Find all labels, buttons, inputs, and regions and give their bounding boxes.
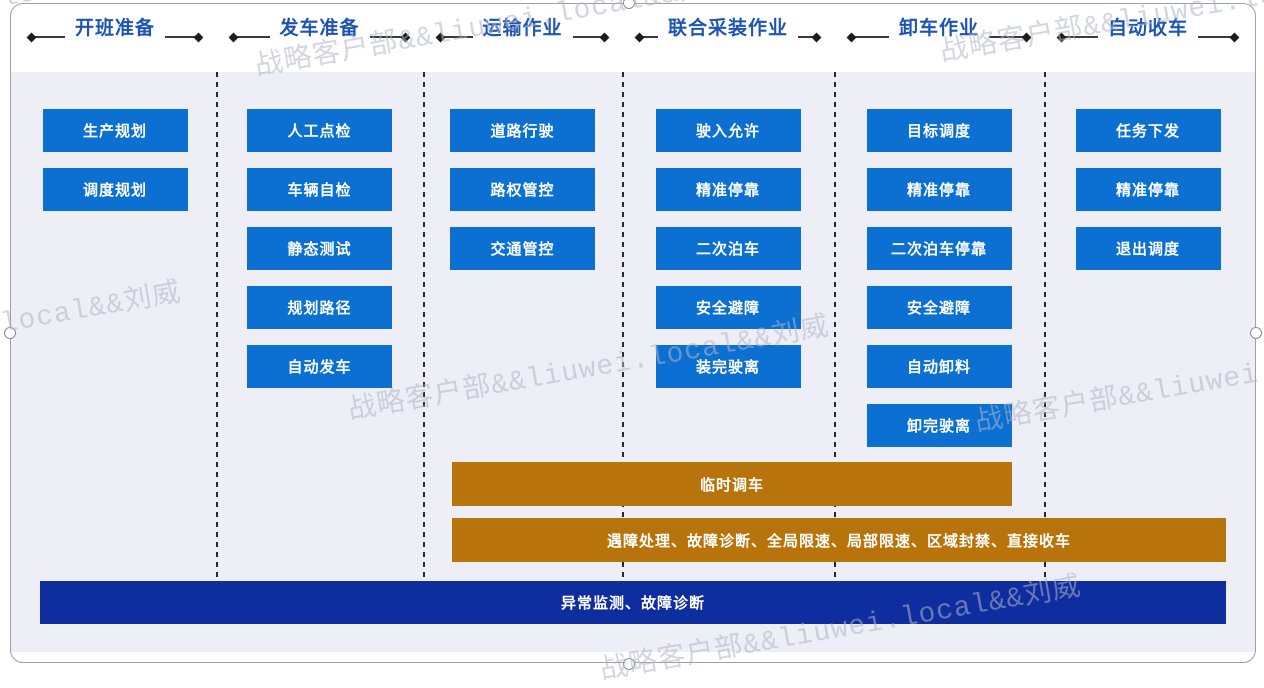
task-box[interactable]: 退出调度 [1075,227,1221,270]
diamond-endpoint-icon [599,32,610,42]
task-box[interactable]: 二次泊车停靠 [866,227,1012,270]
resize-handle-left[interactable] [4,327,16,339]
header-line [643,36,658,38]
header-line [237,36,270,38]
task-column-shift-prep: 生产规划 调度规划 [14,109,216,227]
task-column-unloading: 目标调度 精准停靠 二次泊车停靠 安全避障 自动卸料 卸完驶离 [834,109,1044,463]
task-box[interactable]: 目标调度 [866,109,1012,152]
header-line [798,36,814,38]
phase-header-auto-return[interactable]: 自动收车 [1044,8,1252,52]
column-divider [216,72,218,578]
header-line [444,36,473,38]
diamond-endpoint-icon [811,32,822,42]
task-box[interactable]: 生产规划 [42,109,188,152]
phase-title: 开班准备 [75,17,156,39]
task-box[interactable]: 车辆自检 [247,168,392,211]
exception-handling-bar[interactable]: 遇障处理、故障诊断、全局限速、局部限速、区域封禁、直接收车 [452,518,1226,562]
task-box[interactable]: 交通管控 [450,227,595,270]
header-line [572,36,602,38]
column-divider [834,72,836,578]
task-column-transport: 道路行驶 路权管控 交通管控 [423,109,622,286]
diamond-endpoint-icon [435,32,446,42]
phase-header-joint-loading[interactable]: 联合采装作业 [622,8,834,52]
phase-title: 卸车作业 [899,17,980,39]
task-box[interactable]: 道路行驶 [450,109,595,152]
diamond-endpoint-icon [1056,32,1067,42]
task-box[interactable]: 静态测试 [247,227,392,270]
phase-header-transport[interactable]: 运输作业 [423,8,622,52]
task-box[interactable]: 精准停靠 [1075,168,1221,211]
resize-handle-bottom[interactable] [623,658,635,670]
task-box[interactable]: 自动卸料 [866,345,1012,388]
task-box[interactable]: 安全避障 [655,286,801,329]
diamond-endpoint-icon [26,32,37,42]
header-line [35,36,65,38]
task-box[interactable]: 规划路径 [247,286,392,329]
column-divider [622,72,624,578]
task-box[interactable]: 任务下发 [1075,109,1221,152]
column-divider [1044,72,1046,578]
phase-header-band: 开班准备 发车准备 运输作业 联合采装作业 卸车作业 自动收车 [14,8,1252,52]
diamond-endpoint-icon [846,32,857,42]
diamond-endpoint-icon [400,32,411,42]
diamond-endpoint-icon [1229,32,1240,42]
task-box[interactable]: 调度规划 [42,168,188,211]
diamond-endpoint-icon [634,32,645,42]
task-box[interactable]: 路权管控 [450,168,595,211]
task-column-auto-return: 任务下发 精准停靠 退出调度 [1044,109,1252,286]
phase-header-departure-prep[interactable]: 发车准备 [216,8,423,52]
task-box[interactable]: 人工点检 [247,109,392,152]
phase-header-unloading[interactable]: 卸车作业 [834,8,1044,52]
phase-title: 联合采装作业 [668,17,789,39]
header-line [1065,36,1098,38]
diamond-endpoint-icon [1021,32,1032,42]
task-box[interactable]: 驶入允许 [655,109,801,152]
task-box[interactable]: 二次泊车 [655,227,801,270]
resize-handle-top[interactable] [623,0,635,9]
phase-title: 自动收车 [1108,17,1189,39]
header-line [1198,36,1232,38]
task-box[interactable]: 装完驶离 [655,345,801,388]
task-column-departure-prep: 人工点检 车辆自检 静态测试 规划路径 自动发车 [216,109,423,404]
resize-handle-right[interactable] [1250,327,1262,339]
task-box[interactable]: 卸完驶离 [866,404,1012,447]
temporary-dispatch-bar[interactable]: 临时调车 [452,462,1012,506]
column-divider [423,72,425,578]
header-line [369,36,403,38]
task-column-joint-loading: 驶入允许 精准停靠 二次泊车 安全避障 装完驶离 [622,109,834,404]
diamond-endpoint-icon [193,32,204,42]
diamond-endpoint-icon [228,32,239,42]
phase-title: 发车准备 [279,17,360,39]
phase-title: 运输作业 [482,17,563,39]
phase-header-shift-prep[interactable]: 开班准备 [14,8,216,52]
header-line [855,36,889,38]
task-box[interactable]: 精准停靠 [866,168,1012,211]
anomaly-monitoring-bar[interactable]: 异常监测、故障诊断 [40,581,1226,624]
header-line [165,36,196,38]
header-line [989,36,1024,38]
task-box[interactable]: 安全避障 [866,286,1012,329]
task-box[interactable]: 自动发车 [247,345,392,388]
task-box[interactable]: 精准停靠 [655,168,801,211]
